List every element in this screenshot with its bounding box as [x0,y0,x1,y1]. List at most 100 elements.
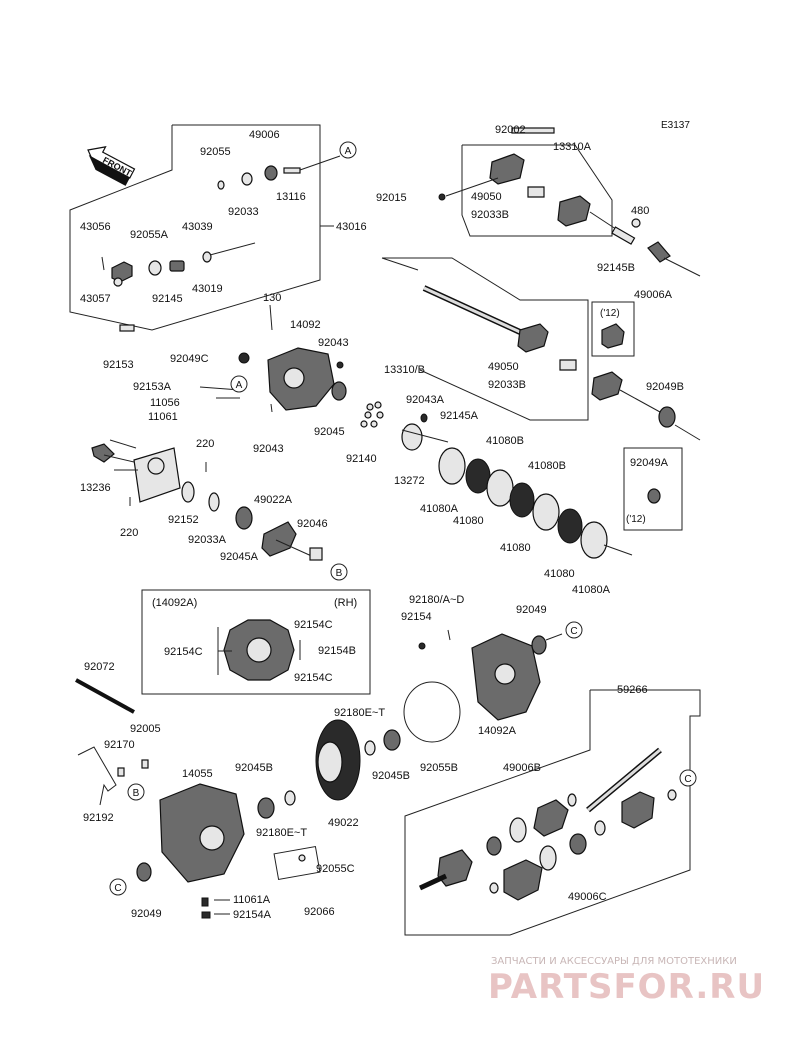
group-outline-13310B [381,257,589,421]
label-92045B-2: 92045B [372,770,410,782]
label-13116: 13116 [276,191,306,203]
part-group-14092A [403,629,563,743]
part-group-13310B [422,285,701,441]
label-92145B: 92145B [597,262,635,274]
label-480: 480 [631,205,649,217]
watermark-brand: PARTSFOR.RU [488,967,765,1007]
label-43019: 43019 [192,283,223,295]
label-92046: 92046 [297,518,328,530]
label-49006B: 49006B [503,762,541,774]
watermark-top: ЗАПЧАСТИ И АКСЕССУАРЫ ДЛЯ МОТОТЕХНИКИ [491,956,737,967]
callout-b-low-text: B [133,788,140,799]
label-41080-2: 41080 [500,542,531,554]
label-220-b: 220 [120,527,138,539]
callout-c-right [565,621,583,639]
label-92049C: 92049C [170,353,209,365]
label-92015: 92015 [376,192,407,204]
label-92154B: 92154B [318,645,356,657]
callout-c-shaft [679,769,697,787]
label-92049-b: 92049 [131,908,162,920]
label-14055: 14055 [182,768,213,780]
label-92072: 92072 [84,661,115,673]
label-14092: 14092 [290,319,321,331]
label-92153: 92153 [103,359,134,371]
label-92033: 92033 [228,206,259,218]
label-220-a: 220 [196,438,214,450]
label-41080A-1: 41080A [420,503,459,515]
label-92045: 92045 [314,426,345,438]
label-92045A: 92045A [220,551,259,563]
label-43056: 43056 [80,221,111,233]
label-92180AD: 92180/A~D [409,594,464,606]
label-41080-1: 41080 [453,515,484,527]
label-41080A-2: 41080A [572,584,611,596]
label-92180ET-1: 92180E~T [256,827,307,839]
label-13236: 13236 [80,482,111,494]
label-11061A: 11061A [233,894,271,906]
label-92154: 92154 [401,611,432,623]
label-49006: 49006 [249,129,280,141]
label-43016: 43016 [336,221,367,233]
group-outline-59266 [404,689,701,936]
part-14092A-rh [217,619,301,681]
label-92049-r: 92049 [516,604,547,616]
diagram-code: E3137 [661,120,690,131]
callout-a-top [339,141,357,159]
label-92033B-top: 92033B [471,209,509,221]
label-41080B-2: 41080B [528,460,566,472]
label-49050-top: 49050 [471,191,502,203]
label-92043A: 92043A [406,394,445,406]
label-12-b: ('12) [626,514,646,525]
part-group-14092 [199,304,384,428]
callout-b-mid-text: B [336,568,343,579]
label-11061: 11061 [148,411,178,423]
label-92002: 92002 [495,124,526,136]
label-92005: 92005 [130,723,161,735]
label-41080-3: 41080 [544,568,575,580]
box-14092A [141,589,371,695]
callout-a-top-text: A [345,146,352,157]
label-92055C: 92055C [316,863,355,875]
part-group-59266 [418,747,677,901]
label-92170: 92170 [104,739,135,751]
label-13272: 13272 [394,475,425,487]
label-92055: 92055 [200,146,231,158]
label-92055A: 92055A [130,229,169,241]
label-92154C-2: 92154C [164,646,203,658]
label-49022A: 49022A [254,494,293,506]
part-group-43016 [101,155,341,332]
callout-b-mid [330,563,348,581]
label-11056: 11056 [150,397,180,409]
part-group-11061 [91,439,323,561]
label-41080B-1: 41080B [486,435,524,447]
box-92049A [623,447,683,531]
label-92192: 92192 [83,812,114,824]
label-92045B-1: 92045B [235,762,273,774]
label-43057: 43057 [80,293,111,305]
label-49050-mid: 49050 [488,361,519,373]
callout-c-low [109,878,127,896]
label-130: 130 [263,292,281,304]
callout-c-low-text: C [114,883,121,894]
label-92140: 92140 [346,453,377,465]
label-92145A: 92145A [440,410,479,422]
label-13310B: 13310/B [384,364,425,376]
group-outline-43016 [69,124,334,331]
label-92180ET-2: 92180E~T [334,707,385,719]
label-59266: 59266 [617,684,648,696]
front-arrow-icon: FRONT [87,146,136,186]
part-group-clutch [401,413,633,559]
label-92043-bot: 92043 [253,443,284,455]
callout-a-mid [230,375,248,393]
callout-c-right-text: C [570,626,577,637]
label-49006C: 49006C [568,891,607,903]
label-49006A: 49006A [634,289,673,301]
label-12-a: ('12) [600,308,620,319]
label-92154A: 92154A [233,909,272,921]
label-49022: 49022 [328,817,359,829]
label-92154C-3: 92154C [294,672,333,684]
label-92152: 92152 [168,514,199,526]
callout-b-low [127,783,145,801]
label-RH: (RH) [334,597,357,609]
